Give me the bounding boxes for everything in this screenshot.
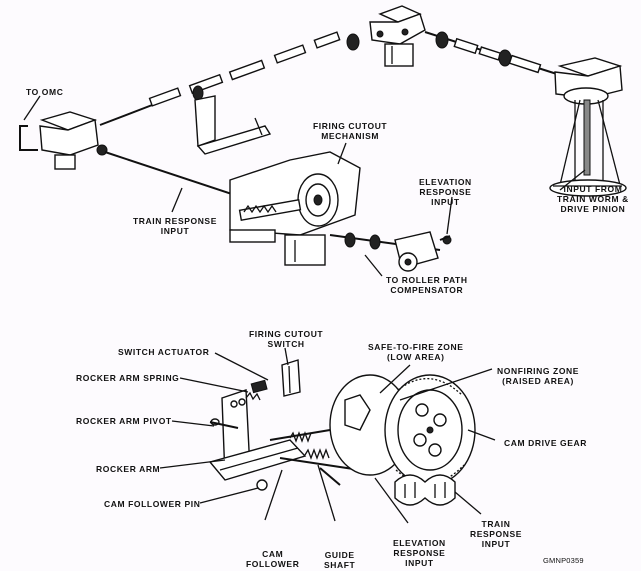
label-guide-shaft: GUIDE SHAFT [324,550,356,570]
label-to-omc: TO OMC [26,87,64,97]
label-input-from-train-worm: INPUT FROM TRAIN WORM & DRIVE PINION [557,184,629,214]
label-nonfiring-zone: NONFIRING ZONE (RAISED AREA) [497,366,580,386]
train-input-worm [394,474,456,506]
support-bracket [194,95,272,155]
cam-drum [329,374,476,486]
label-firing-cutout-mechanism: FIRING CUTOUT MECHANISM [313,121,388,141]
label-to-roller-path-compensator: TO ROLLER PATH COMPENSATOR [386,275,468,295]
lower-cam-mechanism-drawing [208,359,476,506]
shaft-top-to-right [424,31,561,76]
label-cam-follower: CAM FOLLOWER [246,549,300,569]
label-firing-cutout-switch: FIRING CUTOUT SWITCH [249,329,324,349]
label-switch-actuator: SWITCH ACTUATOR [118,347,210,357]
figure-id-code: GMNP0359 [543,556,584,565]
left-gearbox [19,111,108,170]
label-rocker-arm-spring: ROCKER ARM SPRING [76,373,180,383]
label-rocker-arm-pivot: ROCKER ARM PIVOT [76,416,172,426]
label-elevation-response-input-upper: ELEVATION RESPONSE INPUT [419,177,472,207]
upper-drive-train-drawing [19,5,627,272]
shaft-left-to-top [99,31,360,126]
rocker-arm-assembly [208,359,307,491]
train-worm-pedestal [549,57,627,197]
lower-leader-lines [159,347,496,524]
upper-leader-lines [23,95,586,277]
elevation-input-assembly [329,231,452,272]
label-cam-follower-pin: CAM FOLLOWER PIN [104,499,201,509]
label-rocker-arm: ROCKER ARM [96,464,161,474]
label-safe-to-fire-zone: SAFE-TO-FIRE ZONE (LOW AREA) [368,342,464,362]
firing-cutout-mechanism-body [229,151,361,266]
top-gearbox [369,5,426,67]
label-train-response-input-upper: TRAIN RESPONSE INPUT [133,216,217,236]
label-elevation-response-input-lower: ELEVATION RESPONSE INPUT [393,538,446,568]
label-train-response-input-lower: TRAIN RESPONSE INPUT [470,519,523,549]
label-cam-drive-gear: CAM DRIVE GEAR [504,438,588,448]
